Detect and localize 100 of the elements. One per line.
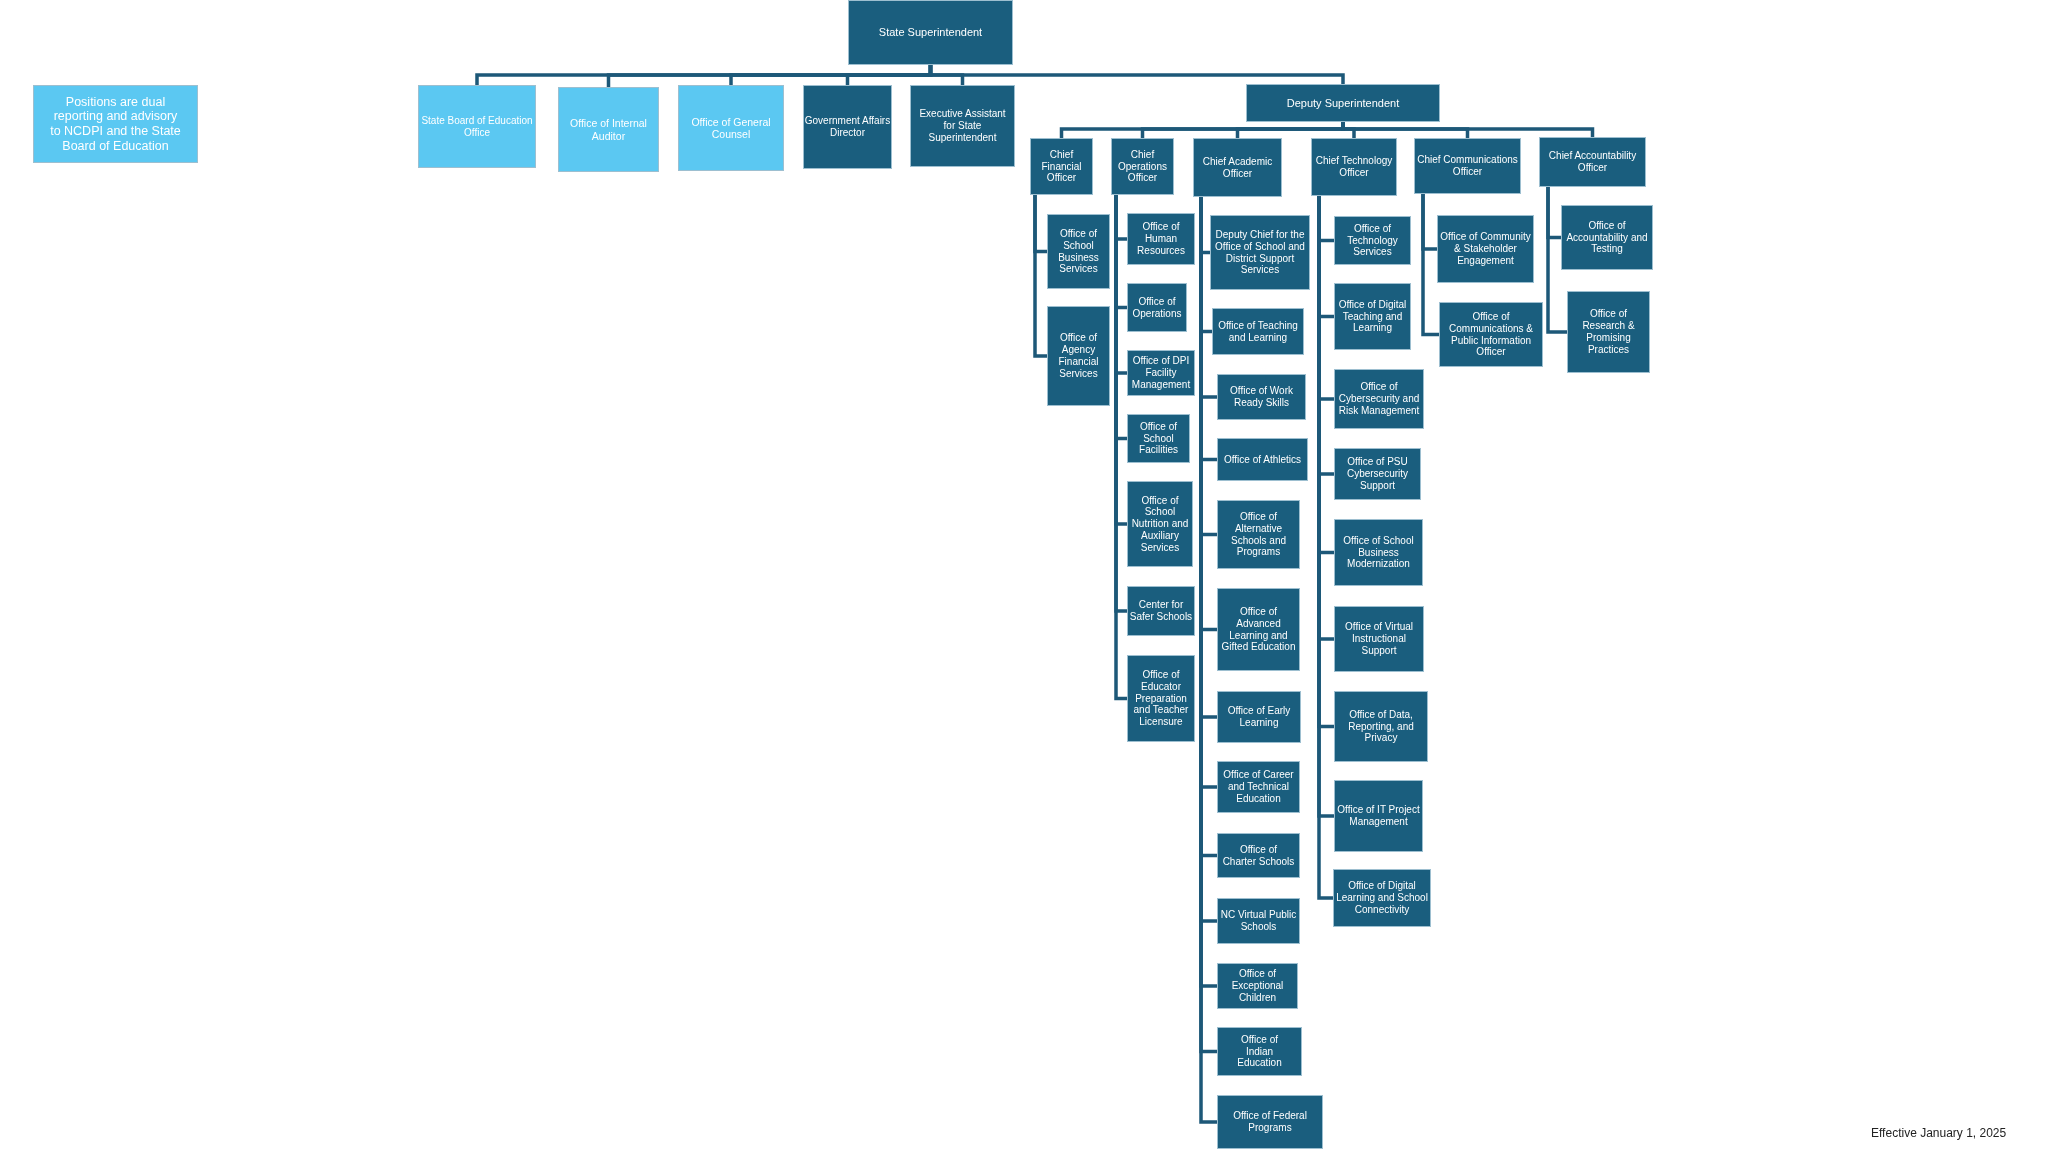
position-title: Office of Work Ready Skills xyxy=(1229,385,1294,409)
connector-line xyxy=(928,65,1345,84)
position-box xyxy=(1414,138,1521,194)
position-title: Office of Data, Reporting, and Privacy xyxy=(1347,708,1415,745)
position-box xyxy=(1217,500,1300,569)
position-box xyxy=(1047,306,1110,406)
position-title: Chief Communications Officer xyxy=(1416,154,1519,178)
position-box xyxy=(1047,214,1110,289)
position-box xyxy=(558,87,659,172)
position-box xyxy=(1334,691,1428,762)
position-title: Office of Federal Programs xyxy=(1232,1110,1308,1134)
position-box xyxy=(1217,898,1300,944)
position-box xyxy=(1333,869,1431,927)
position-title: Office of School Business Services xyxy=(1057,227,1100,276)
position-title: Chief Financial Officer xyxy=(1040,148,1083,185)
position-title: Office of Educator Preparation and Teacher Licensure xyxy=(1132,669,1190,728)
position-title: Office of Teaching and Learning xyxy=(1217,319,1299,344)
position-title: Office of Human Resources xyxy=(1136,221,1186,257)
note-text: Positions are dual reporting and advisory to NCDPI and the State Board of Education xyxy=(50,94,181,154)
position-title: Office of Charter Schools xyxy=(1222,843,1295,868)
position-title: Government Affairs Director xyxy=(804,115,891,139)
position-box xyxy=(1217,1027,1302,1076)
position-box xyxy=(1334,606,1424,672)
position-title: Office of DPI Facility Management xyxy=(1130,355,1192,391)
position-title: Office of Agency Financial Services xyxy=(1057,332,1100,380)
position-box xyxy=(1111,138,1174,195)
position-title: Office of Athletics xyxy=(1223,453,1302,466)
position-title: Office of Alternative Schools and Programs xyxy=(1229,510,1287,559)
connector-line xyxy=(1114,195,1127,701)
position-title: Office of Research & Promising Practices xyxy=(1581,308,1636,356)
position-title: Office of PSU Cybersecurity Support xyxy=(1345,456,1410,492)
position-title: Office of Digital Teaching and Learning xyxy=(1337,298,1408,335)
position-box xyxy=(1561,205,1653,270)
position-title: Office of General Counsel xyxy=(690,115,772,141)
position-box xyxy=(1212,308,1304,355)
position-title: Office of Digital Learning and School Connectivity xyxy=(1335,880,1429,916)
position-title: Chief Accountability Officer xyxy=(1547,150,1638,174)
effective-date-note: Effective January 1, 2025 xyxy=(1871,1126,2007,1140)
position-title: Office of Cybersecurity and Risk Management xyxy=(1337,381,1421,417)
position-box xyxy=(1334,519,1423,586)
position-box xyxy=(1127,414,1190,463)
position-box xyxy=(1127,586,1195,636)
position-box xyxy=(1246,84,1440,122)
connector-line xyxy=(1033,195,1047,358)
position-box xyxy=(1334,369,1424,429)
position-box xyxy=(1334,448,1421,500)
position-title: Deputy Chief for the Office of School and District Support Services xyxy=(1214,228,1306,277)
position-title: Office of Community & Stakeholder Engagement xyxy=(1439,231,1532,267)
position-title: State Board of Education Office xyxy=(420,114,534,139)
position-title: Office of IT Project Management xyxy=(1336,804,1421,828)
position-box xyxy=(678,85,784,171)
connector-line xyxy=(1341,122,1595,137)
position-box xyxy=(1217,1095,1323,1149)
note-box xyxy=(33,85,198,163)
position-title: Office of Accountability and Testing xyxy=(1565,219,1649,256)
connector-line xyxy=(1546,187,1567,334)
position-box xyxy=(1217,963,1298,1009)
position-title: Chief Operations Officer xyxy=(1117,148,1168,185)
position-box xyxy=(1567,291,1650,373)
position-box xyxy=(1127,481,1193,567)
position-title: Chief Technology Officer xyxy=(1314,155,1394,179)
position-box xyxy=(1217,691,1301,743)
position-box xyxy=(1193,138,1282,197)
position-title: Deputy Superintendent xyxy=(1286,96,1400,110)
connector-line xyxy=(1421,194,1439,337)
position-box xyxy=(1127,283,1187,332)
position-title: Office of Early Learning xyxy=(1226,705,1292,729)
position-box xyxy=(1334,216,1411,265)
position-box xyxy=(1217,374,1306,420)
position-box xyxy=(848,0,1013,65)
position-box xyxy=(1030,138,1093,195)
position-title: Office of School Business Modernization xyxy=(1342,534,1415,571)
position-title: Center for Safer Schools xyxy=(1128,599,1194,623)
position-title: Office of Indian Education xyxy=(1236,1033,1283,1070)
position-box xyxy=(1217,761,1300,813)
position-box xyxy=(1439,302,1543,367)
position-box xyxy=(1539,137,1646,187)
position-title: Office of School Nutrition and Auxiliary Services xyxy=(1130,494,1190,554)
position-title: Office of Technology Services xyxy=(1346,222,1399,259)
position-box xyxy=(1311,138,1397,196)
position-title: Office of Operations xyxy=(1131,295,1183,320)
position-title: Office of Exceptional Children xyxy=(1230,968,1285,1004)
position-box xyxy=(910,85,1015,167)
position-title: Office of Virtual Instructional Support xyxy=(1344,621,1414,657)
position-box xyxy=(1334,283,1411,350)
position-title: NC Virtual Public Schools xyxy=(1219,909,1298,933)
position-title: Chief Academic Officer xyxy=(1201,155,1274,180)
position-box xyxy=(418,85,536,168)
position-box xyxy=(1127,213,1195,265)
position-title: Office of Communications & Public Information Officer xyxy=(1448,310,1534,359)
position-title: Office of Career and Technical Education xyxy=(1222,769,1295,805)
position-title: Office of Internal Auditor xyxy=(569,117,648,142)
position-box xyxy=(1217,588,1300,671)
position-title: State Superintendent xyxy=(878,26,983,39)
position-title: Executive Assistant for State Superintendent xyxy=(918,108,1007,144)
position-box xyxy=(1217,833,1300,878)
position-box xyxy=(1210,215,1310,290)
position-box xyxy=(1217,438,1308,481)
position-box xyxy=(803,85,892,169)
position-box xyxy=(1334,780,1423,852)
